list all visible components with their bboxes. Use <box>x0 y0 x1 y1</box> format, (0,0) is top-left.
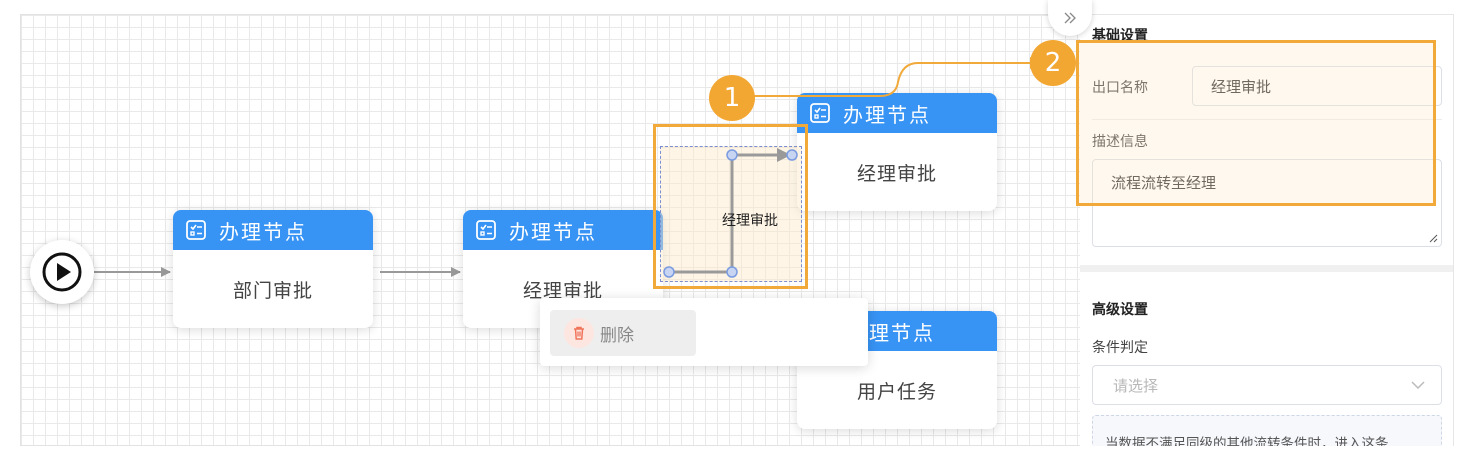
flow-node-dept-approval[interactable]: 办理节点 部门审批 <box>173 210 373 328</box>
flow-node-manager-approval-2[interactable]: 办理节点 经理审批 <box>797 93 997 211</box>
divider <box>1092 119 1442 120</box>
step-badge-1: 1 <box>709 75 755 121</box>
node-header-label: 办理节点 <box>509 219 597 244</box>
advanced-settings-title: 高级设置 <box>1092 302 1148 318</box>
edge-label[interactable]: 经理审批 <box>722 213 778 229</box>
node-header: 办理节点 <box>797 93 997 133</box>
condition-hint: 当数据不满足同级的其他流转条件时，进入这条 <box>1092 415 1442 446</box>
resize-handle-icon[interactable] <box>1428 233 1438 243</box>
node-body-label: 经理审批 <box>522 279 603 302</box>
properties-panel: 基础设置 出口名称 经理审批 描述信息 流程流转至经理 高级设置 条件判定 请选… <box>1080 14 1454 446</box>
node-header-label: 理节点 <box>869 320 935 345</box>
node-header-label: 办理节点 <box>219 219 307 244</box>
condition-placeholder: 请选择 <box>1113 376 1159 395</box>
condition-select[interactable]: 请选择 <box>1092 365 1442 405</box>
chevron-down-icon <box>1411 381 1425 389</box>
description-value: 流程流转至经理 <box>1111 174 1217 192</box>
node-header: 办理节点 <box>463 210 663 250</box>
outlet-name-value: 经理审批 <box>1211 77 1272 96</box>
context-menu: 删除 <box>540 298 868 366</box>
delete-label: 删除 <box>600 325 634 346</box>
section-divider <box>1080 265 1453 272</box>
collapse-panel-button[interactable] <box>1048 0 1092 36</box>
description-label: 描述信息 <box>1092 134 1148 150</box>
outlet-name-input[interactable]: 经理审批 <box>1192 66 1442 106</box>
start-node[interactable] <box>30 240 94 304</box>
node-body-label: 用户任务 <box>856 380 937 403</box>
node-body-label: 经理审批 <box>856 162 937 185</box>
double-chevron-right-icon <box>1064 12 1076 24</box>
node-header: 办理节点 <box>173 210 373 250</box>
node-header-label: 办理节点 <box>843 102 931 127</box>
condition-label: 条件判定 <box>1092 340 1148 356</box>
outlet-name-label: 出口名称 <box>1092 80 1148 96</box>
highlight-box-basic-settings <box>1076 40 1436 206</box>
highlight-box-edge <box>653 124 808 289</box>
trash-icon <box>564 318 594 348</box>
play-icon <box>42 252 82 292</box>
flow-node-user-task[interactable]: 理节点 用户任务 <box>797 311 997 429</box>
task-list-icon <box>476 220 496 240</box>
flow-node-manager-approval[interactable]: 办理节点 经理审批 <box>463 210 663 328</box>
step-badge-2: 2 <box>1030 40 1076 86</box>
task-list-icon <box>186 220 206 240</box>
condition-hint-text: 当数据不满足同级的其他流转条件时，进入这条 <box>1105 436 1389 446</box>
delete-menu-item[interactable]: 删除 <box>550 310 696 356</box>
node-body-label: 部门审批 <box>232 279 313 302</box>
task-list-icon <box>810 103 830 123</box>
